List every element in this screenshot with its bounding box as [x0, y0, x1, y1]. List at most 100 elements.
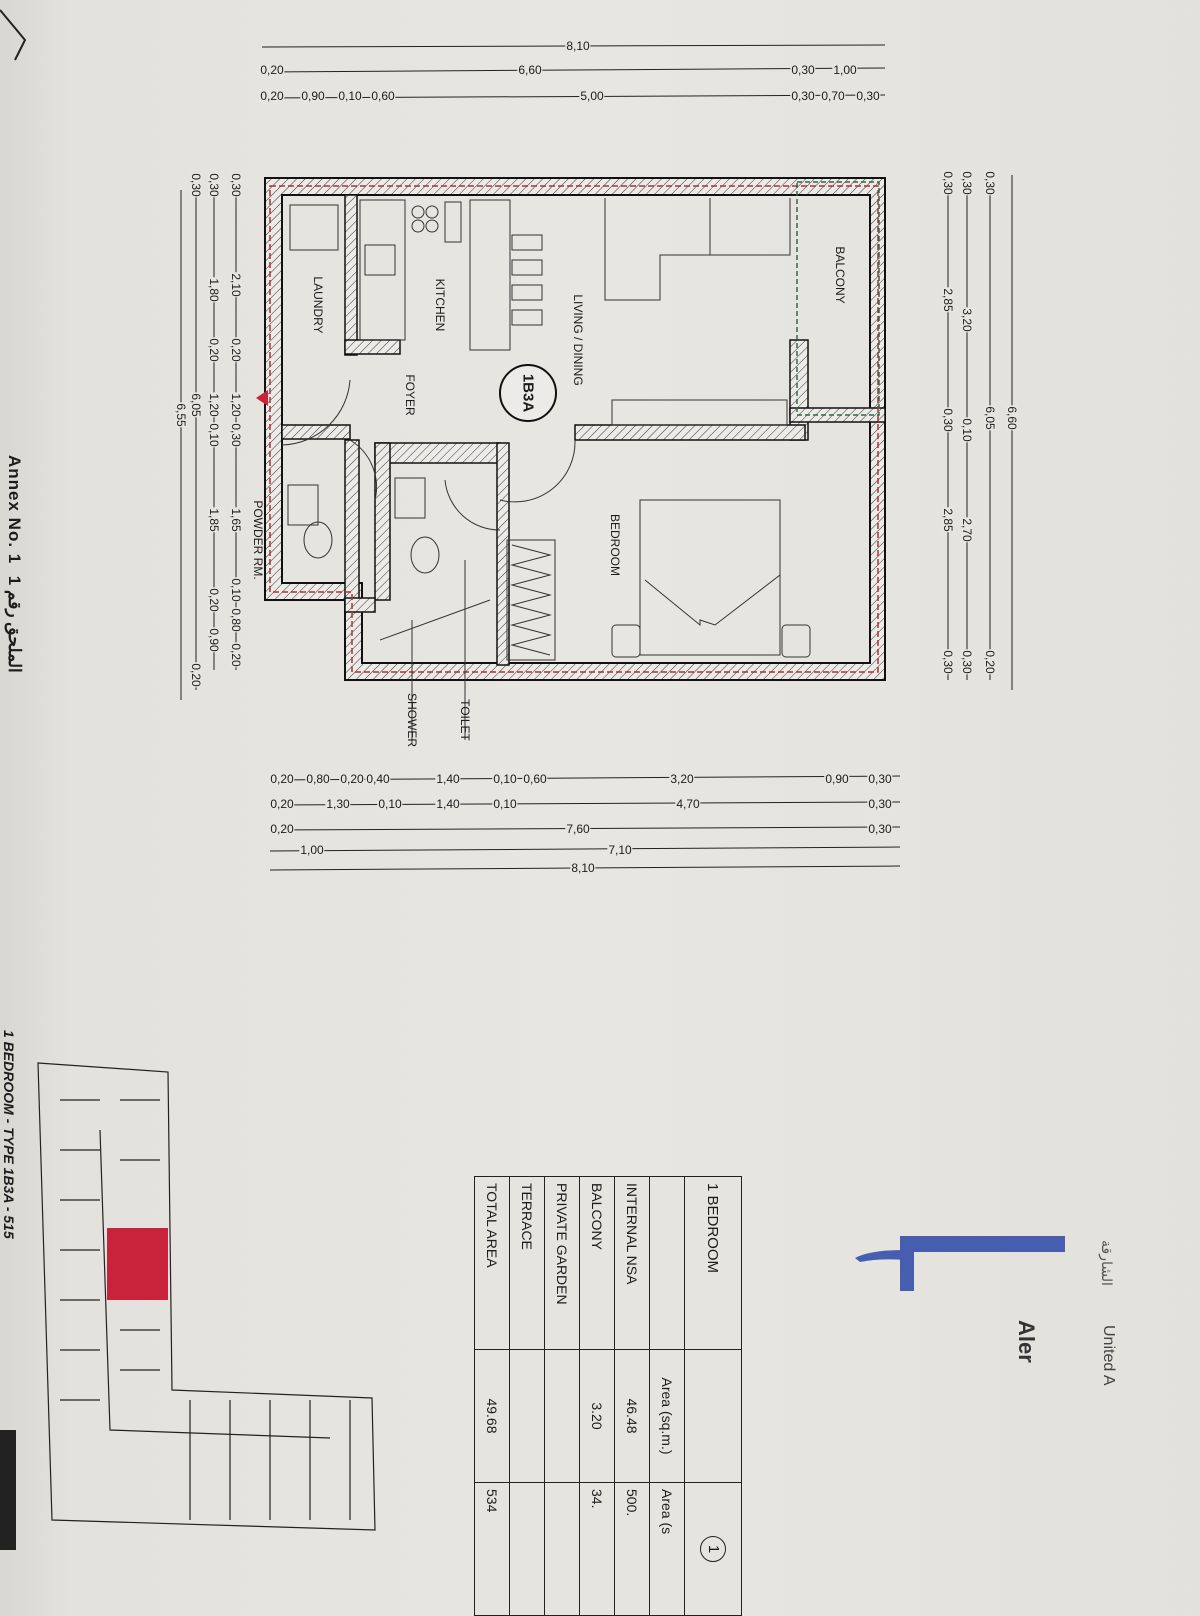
dimension-label: 1,20 [207, 392, 221, 418]
annex-ar: الملحق رقم 1 [5, 575, 24, 673]
dimension-label: 0,20 [339, 772, 365, 786]
dimension-label: 0,60 [522, 772, 548, 786]
dimension-label: 0,20 [269, 797, 295, 811]
dimension-label: 0,20 [269, 822, 295, 836]
dimension-label: 7,10 [607, 843, 633, 857]
dimension-label: 1,80 [207, 277, 221, 303]
washer [289, 204, 339, 251]
area-cell-sqm: 46.48 [614, 1349, 650, 1483]
dimension-label: 0,60 [370, 89, 396, 103]
dimension-label: 0,30 [867, 822, 893, 836]
area-cell-sqm [509, 1349, 545, 1483]
col-header-sqft: Area (s [649, 1482, 685, 1616]
powder-sink [287, 484, 319, 526]
dimension-label: 0,70 [820, 89, 846, 103]
wall-centerline [269, 185, 879, 673]
interior-walls [281, 194, 886, 666]
annex-label: Annex No. 1 الملحق رقم 1 [5, 455, 24, 673]
dimension-label: 5,00 [579, 89, 605, 103]
dimension-label: 0,20 [259, 63, 285, 77]
dimension-label: 0,10 [492, 772, 518, 786]
dimension-label: 0,30 [941, 170, 955, 196]
stamp-arabic: الشارقة [1099, 1240, 1115, 1286]
room-label-foyer: FOYER [403, 374, 417, 416]
room-label-shower: SHOWER [405, 693, 419, 747]
room-label-powder: POWDER RM. [251, 500, 265, 580]
dimension-label: 0,30 [960, 170, 974, 196]
furniture [281, 198, 811, 740]
dimension-label: 0,20 [229, 337, 243, 363]
dimension-label: 7,60 [565, 822, 591, 836]
wardrobe [506, 539, 556, 661]
room-label-balcony: BALCONY [833, 246, 847, 304]
area-cell-label: TOTAL AREA [474, 1176, 510, 1350]
dimension-label: 0,10 [229, 577, 243, 603]
area-cell-sqm [544, 1349, 580, 1483]
dimension-label: 8,10 [570, 861, 596, 875]
dimension-label: 0,90 [824, 772, 850, 786]
dimension-label: 0,30 [207, 172, 221, 198]
tv-unit [611, 399, 788, 426]
dimension-label: 0,30 [941, 649, 955, 675]
dimension-label: 0,10 [207, 422, 221, 448]
sofa [604, 198, 791, 301]
area-cell-label: INTERNAL NSA [614, 1176, 650, 1350]
room-label-living: LIVING / DINING [571, 294, 585, 386]
dimension-label: 4,70 [675, 797, 701, 811]
area-cell-label: PRIVATE GARDEN [544, 1176, 580, 1350]
stamp-name: Aler [1014, 1320, 1039, 1363]
dimension-label: 1,40 [435, 797, 461, 811]
room-label-laundry: LAUNDRY [311, 276, 325, 334]
page-fold-mark [0, 9, 27, 61]
room-label-kitchen: KITCHEN [433, 278, 447, 332]
bath-toilet [410, 536, 440, 574]
dimension-label: 0,80 [305, 772, 331, 786]
kitchen-sink [364, 244, 396, 276]
dimension-label: 0,30 [790, 89, 816, 103]
dimension-label: 1,30 [325, 797, 351, 811]
area-cell-label: BALCONY [579, 1176, 615, 1350]
dimension-label: 2,85 [941, 287, 955, 313]
dimension-label: 2,10 [229, 272, 243, 298]
dimension-label: 0,90 [207, 627, 221, 653]
annex-en: Annex No. 1 [5, 455, 24, 565]
area-row: TERRACE [509, 1176, 545, 1616]
dimension-label: 1,40 [435, 772, 461, 786]
dimension-label: 0,30 [867, 772, 893, 786]
dimension-label: 0,30 [941, 407, 955, 433]
dimension-label: 1,00 [832, 63, 858, 77]
dimension-label: 0,20 [983, 649, 997, 675]
dimension-label: 0,10 [337, 89, 363, 103]
dimension-label: 6,55 [174, 402, 188, 428]
dimension-label: 0,20 [269, 772, 295, 786]
area-table-title: 1 BEDROOM [684, 1176, 742, 1350]
area-cell-sqft [544, 1482, 580, 1616]
approval-stamp [855, 1236, 1065, 1291]
dimension-label: 3,20 [669, 772, 695, 786]
dimension-label: 8,10 [565, 39, 591, 53]
room-label-bedroom: BEDROOM [608, 513, 622, 577]
area-table: 1 BEDROOM 1 Area (sq.m.) Area (s INTERNA… [474, 1176, 742, 1616]
powder-toilet [303, 521, 333, 559]
dimension-label: 1,85 [207, 507, 221, 533]
dimension-label: 0,30 [229, 172, 243, 198]
dimension-label: 2,85 [941, 507, 955, 533]
bath-sink [394, 477, 426, 519]
area-cell-label: TERRACE [509, 1176, 545, 1350]
dimension-label: 0,30 [983, 170, 997, 196]
table-index-badge: 1 [700, 1536, 726, 1562]
dimension-label: 6,05 [189, 392, 203, 418]
dimension-label: 6,05 [983, 405, 997, 431]
dimension-label: 1,65 [229, 507, 243, 533]
binder-edge [0, 1430, 16, 1550]
area-cell-sqm: 3.20 [579, 1349, 615, 1483]
dimension-label: 1,00 [299, 843, 325, 857]
dimension-label: 0,90 [300, 89, 326, 103]
stamp-country: United A [1100, 1325, 1117, 1386]
dimension-label: 0,30 [189, 172, 203, 198]
kitchen-counter [359, 199, 406, 341]
area-row: PRIVATE GARDEN [544, 1176, 580, 1616]
